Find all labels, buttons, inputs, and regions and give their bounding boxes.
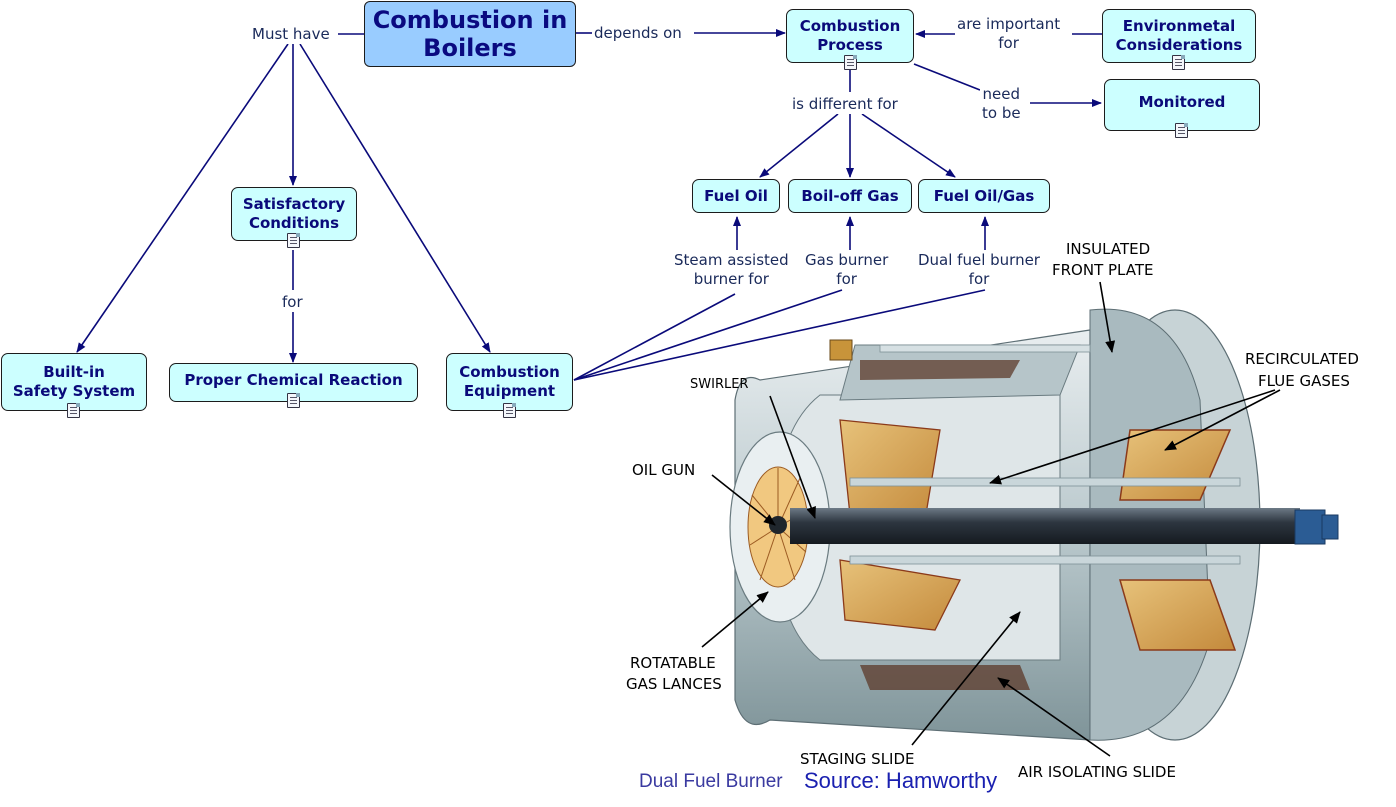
node-document-icon[interactable] (67, 403, 80, 418)
node-satisfactory-conditions[interactable]: Satisfactory Conditions (231, 187, 357, 241)
link-need-to-be[interactable]: need to be (980, 85, 1023, 123)
node-document-icon[interactable] (1172, 55, 1185, 70)
link-gas-burner-for[interactable]: Gas burner for (803, 251, 891, 289)
node-fuel-oil[interactable]: Fuel Oil (692, 179, 780, 213)
node-boil-off-gas[interactable]: Boil-off Gas (788, 179, 912, 213)
node-document-icon[interactable] (287, 233, 300, 248)
link-are-important-for[interactable]: are important for (955, 15, 1063, 53)
link-is-different-for[interactable]: is different for (790, 95, 900, 114)
label-insulated-front-plate-2: FRONT PLATE (1052, 261, 1154, 279)
image-source: Source: Hamworthy (804, 768, 998, 793)
node-monitored[interactable]: Monitored (1104, 79, 1260, 131)
node-fuel-oil-gas[interactable]: Fuel Oil/Gas (918, 179, 1050, 213)
node-combustion-process[interactable]: Combustion Process (786, 9, 914, 63)
node-document-icon[interactable] (503, 403, 516, 418)
label-recirculated-flue-gases-2: FLUE GASES (1258, 372, 1350, 390)
image-caption: Dual Fuel Burner (639, 771, 783, 792)
node-document-icon[interactable] (844, 55, 857, 70)
label-oil-gun: OIL GUN (632, 461, 695, 479)
link-steam-assisted-burner-for[interactable]: Steam assisted burner for (672, 251, 791, 289)
node-document-icon[interactable] (1175, 123, 1188, 138)
label-swirler: SWIRLER (690, 377, 748, 392)
label-rotatable-gas-lances-2: GAS LANCES (626, 675, 722, 693)
link-dual-fuel-burner-for[interactable]: Dual fuel burner for (916, 251, 1042, 289)
node-combustion-in-boilers[interactable]: Combustion in Boilers (364, 1, 576, 67)
label-rotatable-gas-lances: ROTATABLE (630, 654, 716, 672)
link-for[interactable]: for (280, 293, 305, 312)
label-staging-slide: STAGING SLIDE (800, 750, 915, 768)
node-document-icon[interactable] (287, 393, 300, 408)
node-environmental-considerations[interactable]: Environmetal Considerations (1102, 9, 1256, 63)
node-combustion-equipment[interactable]: Combustion Equipment (446, 353, 573, 411)
link-depends-on[interactable]: depends on (592, 24, 684, 43)
label-insulated-front-plate: INSULATED (1066, 240, 1150, 258)
label-air-isolating-slide: AIR ISOLATING SLIDE (1018, 763, 1176, 781)
node-built-in-safety-system[interactable]: Built-in Safety System (1, 353, 147, 411)
dual-fuel-burner-illustration (729, 308, 1339, 741)
link-must-have[interactable]: Must have (250, 25, 332, 44)
label-recirculated-flue-gases: RECIRCULATED (1245, 350, 1359, 368)
